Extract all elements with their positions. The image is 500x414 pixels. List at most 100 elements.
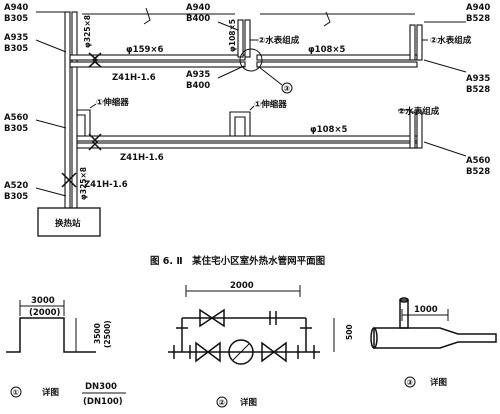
detail2-height: 500 (345, 324, 354, 340)
elev-label: A560 (466, 156, 490, 166)
detail3-marker-circle (239, 48, 263, 72)
riser-low-right (409, 111, 416, 149)
elev-label: B528 (466, 14, 490, 24)
marker3: ③ (284, 84, 290, 93)
elev-label: A940 (186, 3, 210, 13)
detail1-marker: ① (13, 388, 20, 397)
elev-label: B305 (4, 44, 28, 54)
detail1-fraction-num: DN300 (85, 382, 117, 392)
detail1-marker-circle (10, 386, 22, 398)
leader-line (423, 59, 467, 73)
main-valve-right (261, 341, 287, 363)
heat-station-label: 换热站 (55, 218, 81, 229)
detail2-marker: ② (219, 398, 225, 407)
detail1-fraction-den: (DN100) (83, 397, 123, 407)
dim-height: 3500 (93, 323, 102, 344)
break-mark (143, 7, 151, 25)
reducer-pipe (373, 327, 497, 349)
detail2-span: 2000 (230, 281, 254, 291)
main-valve-left (195, 341, 221, 363)
detail1-title: 详图 (42, 387, 59, 398)
valve-label: Z41H-1.6 (84, 180, 128, 190)
elev-label: A935 (4, 33, 28, 43)
pipe-dim-vertical: φ108×5 (228, 19, 237, 52)
expansion-joint-shape (6, 317, 96, 353)
leader-line (35, 187, 67, 197)
detail3-title: 详图 (430, 377, 447, 388)
riser-top-mid-return (244, 19, 251, 58)
expansion-loop-mid (229, 111, 251, 137)
meter-callout: ②水表组成 (258, 35, 300, 46)
valve-lower-main (88, 133, 102, 151)
marker3-circle (281, 82, 293, 94)
top-right-return-pipe (256, 61, 418, 68)
valve-label: Z41H-1.6 (120, 153, 164, 163)
riser-top-mid (237, 19, 244, 58)
detail3-marker: ③ (407, 378, 413, 387)
expansion-loop-left (76, 109, 91, 137)
detail3-marker-circle (404, 376, 416, 388)
leader-line (35, 119, 67, 129)
meter-callout: ②水表组成 (430, 35, 472, 46)
expansion-callout: ①伸缩器 (96, 97, 129, 108)
elev-label: A940 (466, 3, 490, 13)
leader-line (89, 103, 97, 109)
pipe-dim-label: φ108×5 (308, 45, 346, 55)
valve-top-main (88, 52, 102, 68)
detail-1: 3000 (2000) 3500 (2500) ① 详图 DN300 (DN10… (6, 296, 126, 407)
detail3-length: 1000 (414, 305, 438, 315)
pipe-dim-label: φ159×6 (126, 45, 164, 55)
dim-height-alt: (2500) (103, 320, 112, 348)
leader-line (35, 39, 67, 53)
leader-line (249, 105, 255, 111)
elev-label: B528 (466, 85, 490, 95)
detail2-title: 详图 (240, 397, 257, 408)
riser-top-right-return (416, 24, 423, 61)
pipe-dim-vertical: φ325×8 (83, 15, 92, 48)
figure-caption: 图 6. Ⅱ 某住宅小区室外热水管网平面图 (150, 255, 325, 267)
elev-label: B305 (4, 124, 28, 134)
supply-main-vertical (64, 11, 71, 218)
top-main-return-pipe (69, 61, 246, 68)
leader-line (217, 65, 245, 79)
riser-low-right-return (416, 111, 423, 149)
heat-station-box (37, 207, 101, 237)
riser-top-right (409, 24, 416, 61)
water-meter (228, 339, 254, 365)
pipe-dim-label: φ108×5 (310, 125, 348, 135)
valve-near-station (61, 172, 77, 188)
elev-label: B305 (4, 14, 28, 24)
detail2-marker-circle (216, 396, 228, 408)
pipe-dim-vertical: φ325×8 (79, 167, 88, 200)
expansion-callout: ①伸缩器 (254, 99, 287, 110)
meter-callout: ②水表组成 (398, 106, 440, 117)
elev-label: A935 (186, 70, 210, 80)
top-right-pipe (256, 54, 418, 61)
elev-label: A520 (4, 181, 28, 191)
leader-line (258, 66, 283, 86)
elev-label: B400 (186, 81, 210, 91)
elev-label: A560 (4, 113, 28, 123)
branch-pipe (399, 299, 409, 329)
elev-label: A935 (466, 74, 490, 84)
dim-width: 3000 (31, 296, 55, 306)
elev-label: A940 (4, 3, 28, 13)
lower-main-return-pipe (76, 142, 418, 149)
meter-needle (232, 343, 250, 361)
leader-line (217, 21, 239, 31)
pipe-network-plan: ③ Z41H-1.6 Z41H-1.6 Z41H-1.6 φ159×6 φ10 (4, 3, 490, 237)
lower-main-pipe (76, 135, 418, 142)
leader-line (423, 141, 467, 157)
detail-3: 1000 ③ 详图 (370, 297, 497, 388)
elev-label: B400 (186, 14, 210, 24)
elev-label: B528 (466, 167, 490, 177)
pipe-end (370, 327, 378, 349)
elev-label: B305 (4, 192, 28, 202)
branch-pipe-end (399, 297, 409, 303)
break-mark (323, 11, 331, 27)
valve-label: Z41H-1.6 (112, 73, 156, 83)
dim-width-alt: (2000) (29, 308, 61, 318)
bypass-valve (199, 308, 225, 328)
detail-2: 2000 500 ② 详图 (168, 281, 354, 408)
